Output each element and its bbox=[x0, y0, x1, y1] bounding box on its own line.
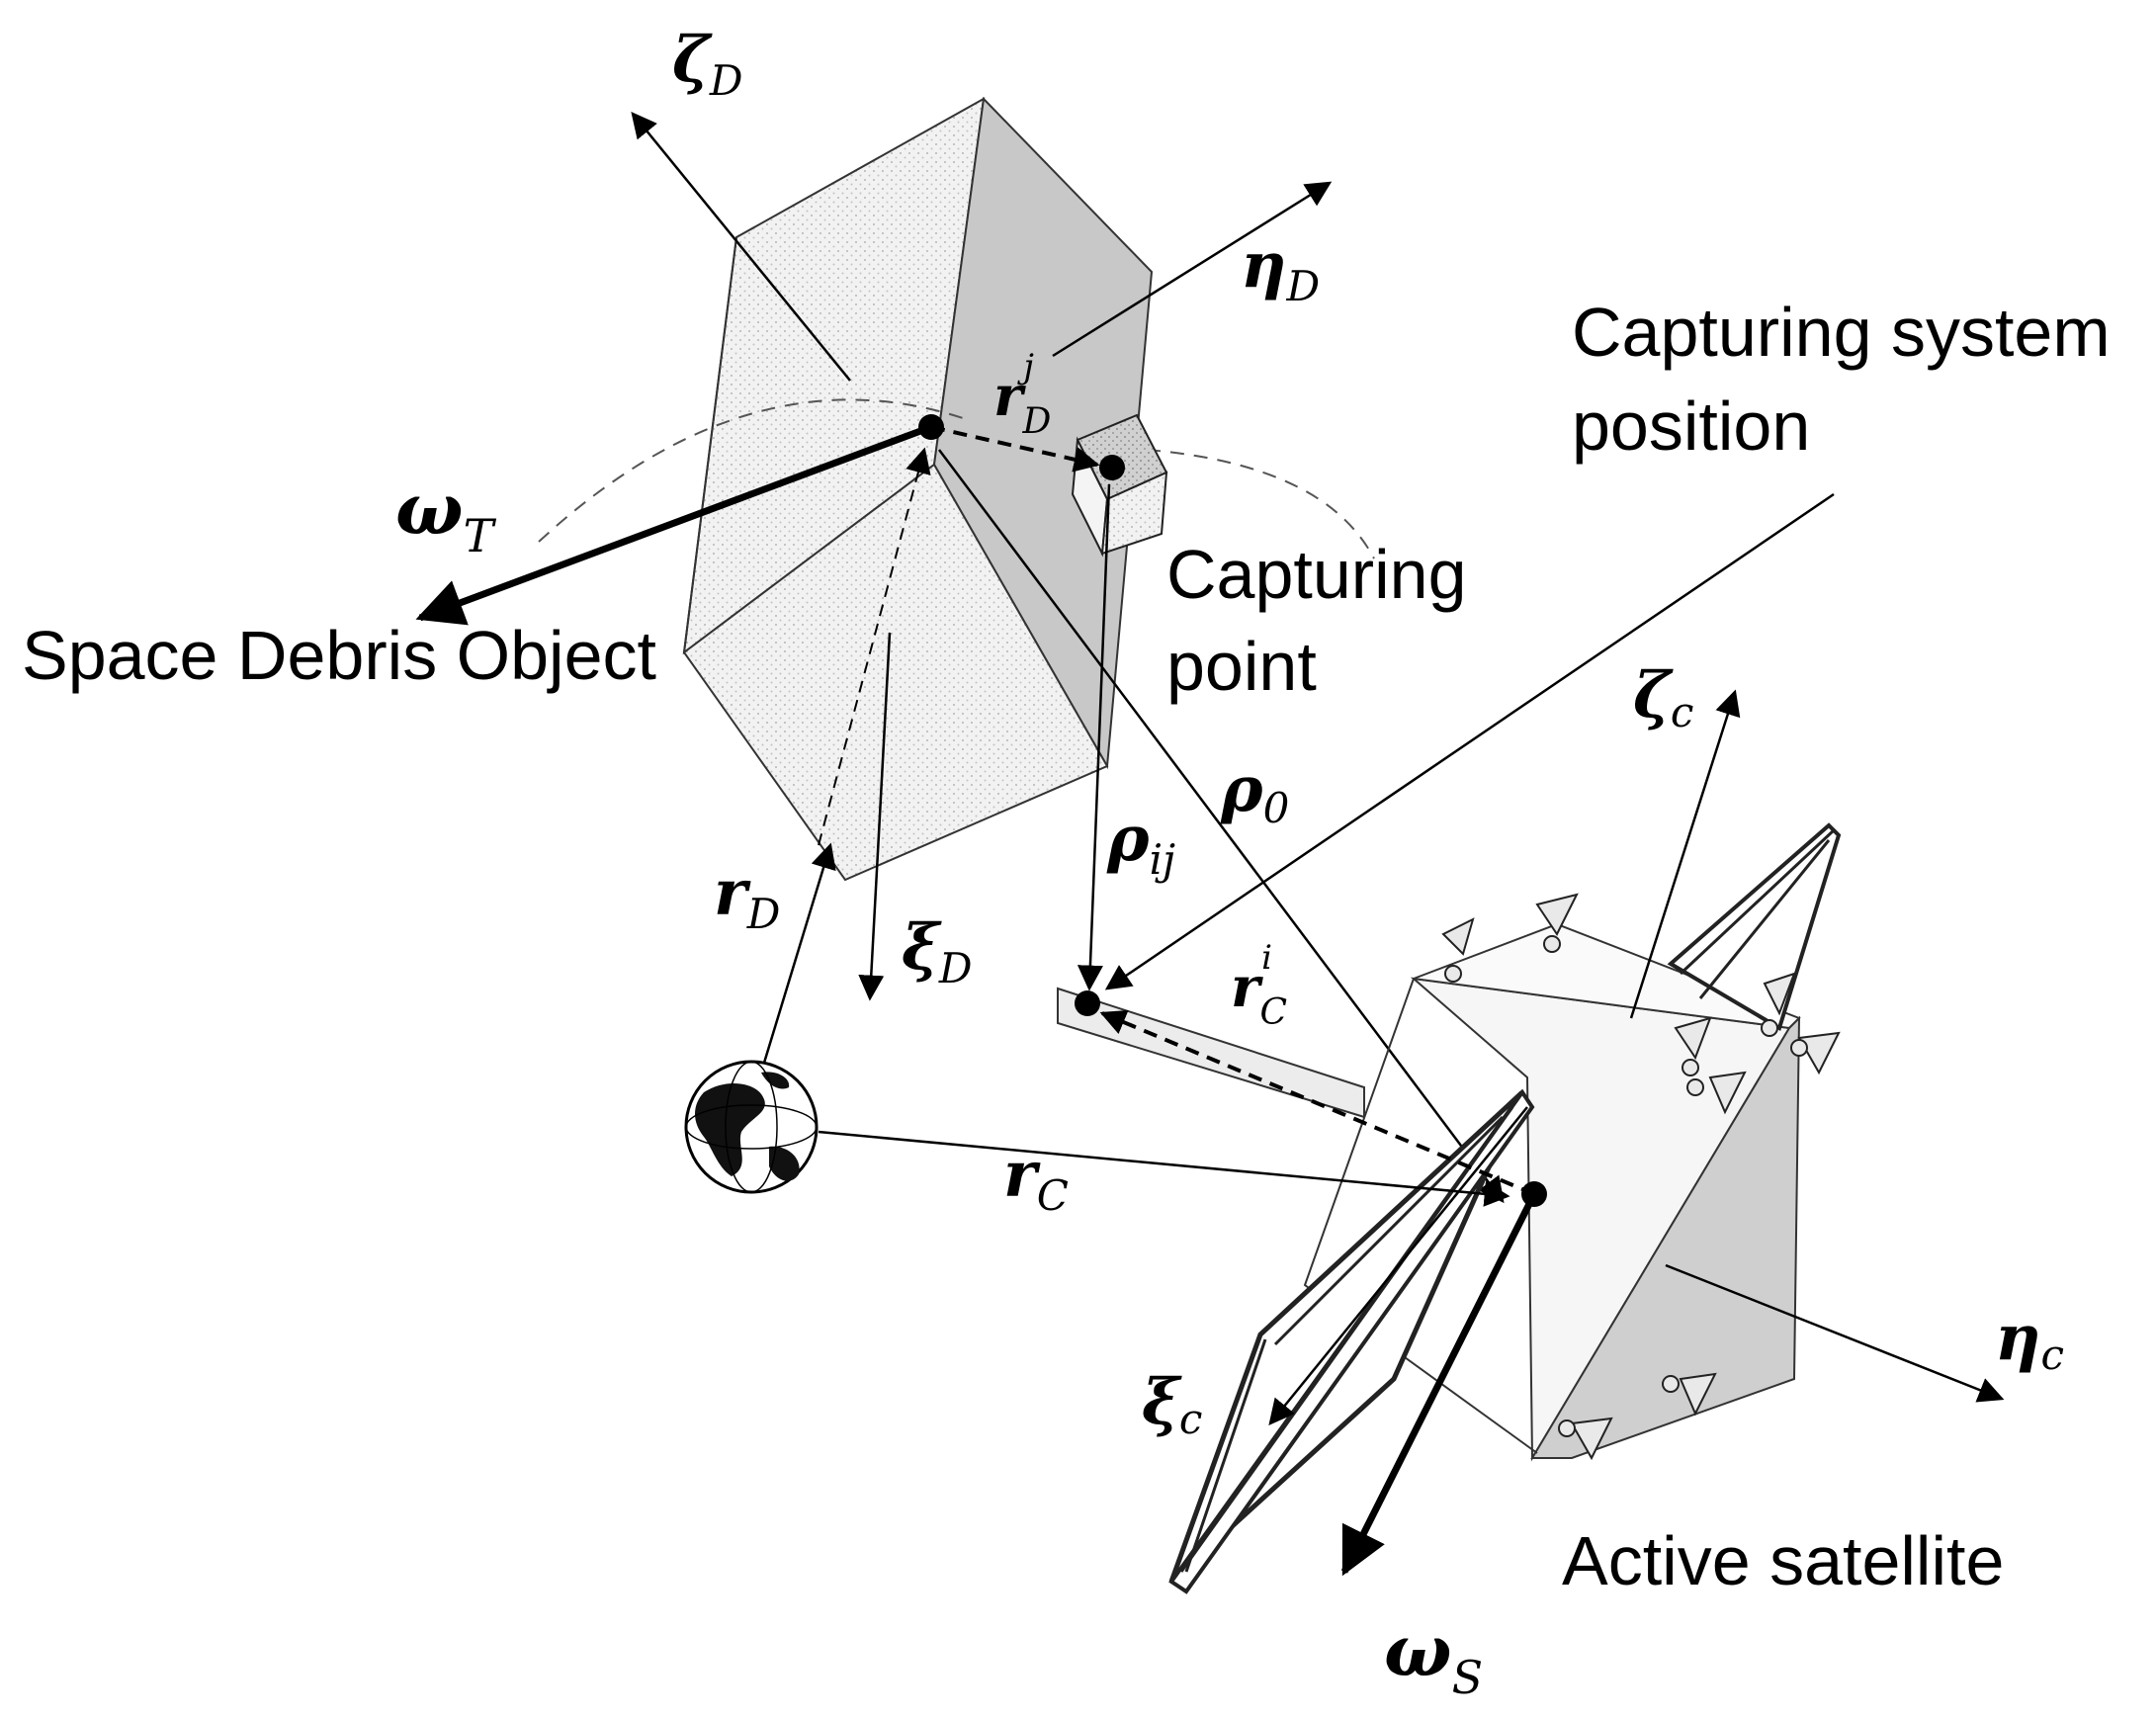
xi-d-symbol: ξD bbox=[902, 910, 973, 992]
zeta-d-symbol: ζD bbox=[672, 23, 743, 105]
xi-c-symbol: ξc bbox=[1142, 1365, 1202, 1443]
r-d-arrow bbox=[759, 842, 836, 1074]
satellite-center-dot bbox=[1521, 1181, 1547, 1207]
space-debris-object bbox=[538, 96, 1375, 882]
r-d-symbol: rD bbox=[714, 856, 780, 938]
omega-s-arrow bbox=[1340, 1192, 1538, 1577]
zeta-c-symbol: ζc bbox=[1633, 658, 1693, 736]
capturing-point-label-line2: point bbox=[1166, 628, 1317, 705]
capturing-system-pointer bbox=[1104, 492, 1835, 990]
xi-c-axis bbox=[1268, 1106, 1528, 1426]
xi-d-axis bbox=[858, 632, 892, 1001]
zeta-c-axis bbox=[1629, 689, 1741, 1019]
debris-center-dot bbox=[918, 414, 944, 440]
eta-d-axis bbox=[1052, 181, 1333, 358]
capturing-system-label-line2: position bbox=[1572, 387, 1810, 465]
capturing-point-dot bbox=[1099, 455, 1125, 480]
rho-0-arrow bbox=[938, 449, 1505, 1204]
rho-ij-symbol: ρij bbox=[1106, 802, 1175, 884]
r-d-j-arrow bbox=[930, 425, 1100, 473]
eta-c-axis bbox=[1665, 1263, 2005, 1403]
active-satellite bbox=[1057, 822, 1842, 1594]
omega-t-arrow bbox=[415, 423, 933, 626]
rho-ij-arrow bbox=[1077, 483, 1111, 991]
capturing-point-label-line1: Capturing bbox=[1166, 536, 1467, 613]
debris-center-dashed bbox=[818, 447, 931, 846]
earth-icon bbox=[684, 1060, 819, 1194]
omega-t-symbol: ωT bbox=[395, 467, 497, 562]
capturing-system-label-line1: Capturing system bbox=[1572, 294, 2111, 371]
rho-0-symbol: ρ0 bbox=[1220, 752, 1289, 832]
eta-c-symbol: ηc bbox=[1995, 1301, 2064, 1379]
r-c-arrow bbox=[818, 1130, 1510, 1207]
omega-s-symbol: ωS bbox=[1384, 1608, 1483, 1704]
r-c-i-symbol: rCi bbox=[1231, 938, 1287, 1033]
eta-d-symbol: ηD bbox=[1241, 228, 1320, 310]
r-c-symbol: rC bbox=[1003, 1138, 1069, 1220]
space-debris-object-label: Space Debris Object bbox=[22, 617, 656, 694]
thrusters bbox=[1441, 893, 1841, 1461]
capturing-system-dot bbox=[1075, 990, 1100, 1016]
r-c-i-arrow bbox=[1099, 1010, 1535, 1196]
active-satellite-label: Active satellite bbox=[1562, 1522, 2004, 1599]
zeta-d-axis bbox=[631, 111, 851, 382]
